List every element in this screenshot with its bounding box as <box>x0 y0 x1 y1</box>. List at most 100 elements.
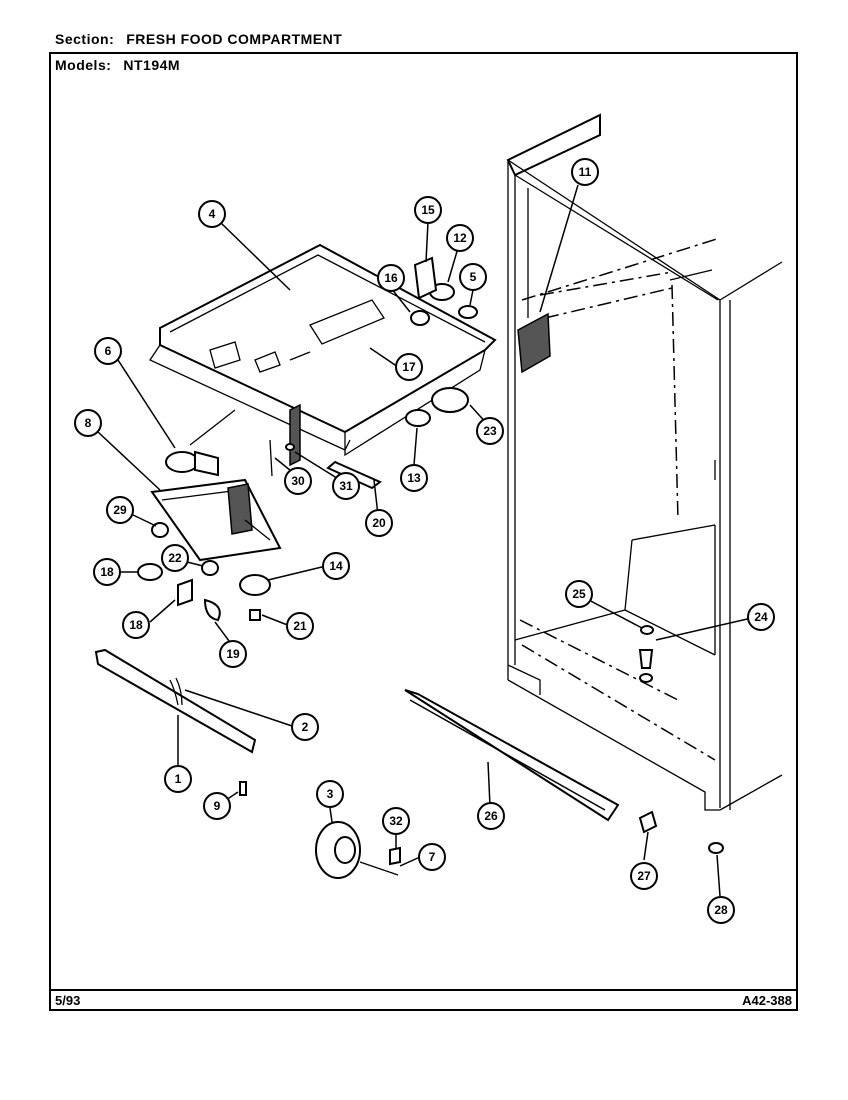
callout-2: 2 <box>291 713 319 741</box>
callout-11: 11 <box>571 158 599 186</box>
part-18-bulb-socket <box>177 578 193 607</box>
callout-12: 12 <box>446 224 474 252</box>
callout-14: 13 <box>400 464 428 492</box>
part-14-ring <box>405 409 431 427</box>
callout-3: 3 <box>316 780 344 808</box>
cabinet-liner <box>506 113 783 811</box>
small-parts <box>137 256 654 683</box>
diagram-frame <box>49 52 798 1011</box>
callout-32: 32 <box>382 807 410 835</box>
callout-18-lower: 18 <box>122 611 150 639</box>
callout-31: 31 <box>332 472 360 500</box>
callout-12-label: 12 <box>453 231 467 245</box>
callout-15-label: 15 <box>421 203 435 217</box>
part-25-clip <box>640 625 654 635</box>
callout-17-label: 17 <box>402 360 416 374</box>
callout-16: 16 <box>377 264 405 292</box>
callout-27: 27 <box>630 862 658 890</box>
callout-13-label: 14 <box>329 559 343 573</box>
callout-9-label: 9 <box>214 799 221 813</box>
callout-26: 26 <box>477 802 505 830</box>
part-24-socket <box>638 649 654 669</box>
callout-6: 6 <box>94 337 122 365</box>
callout-20: 20 <box>365 509 393 537</box>
date-code: 5/93 <box>55 993 81 1008</box>
footer-rule <box>49 989 798 991</box>
callout-27-label: 27 <box>637 869 651 883</box>
callout-30-label: 30 <box>291 474 305 488</box>
part-16-knob <box>410 310 430 326</box>
part-26-grille <box>404 689 620 822</box>
callout-19: 19 <box>219 640 247 668</box>
part-15-switch <box>413 256 438 300</box>
callout-21: 21 <box>286 612 314 640</box>
callout-13: 14 <box>322 552 350 580</box>
callout-24-label: 24 <box>754 610 768 624</box>
callout-30: 30 <box>284 467 312 495</box>
callout-9: 9 <box>203 792 231 820</box>
callout-18-lower-label: 18 <box>129 618 143 632</box>
callout-6-label: 6 <box>105 344 112 358</box>
part-32-clip <box>389 846 401 866</box>
control-panel-assembly <box>149 243 497 490</box>
callout-4: 4 <box>198 200 226 228</box>
part-9-screw <box>239 781 247 796</box>
callout-22-label: 23 <box>483 424 497 438</box>
callout-2-label: 2 <box>302 720 309 734</box>
part-21-screw <box>249 609 261 621</box>
part-19-lamp <box>203 598 221 622</box>
callout-18-upper-label: 18 <box>100 565 114 579</box>
part-28-washer <box>708 842 724 854</box>
callout-24: 24 <box>747 603 775 631</box>
callout-23: 22 <box>161 544 189 572</box>
callout-28: 28 <box>707 896 735 924</box>
callout-1-label: 1 <box>175 772 182 786</box>
callout-8-label: 8 <box>85 416 92 430</box>
models-header: Models: NT194M <box>55 57 180 73</box>
callout-25: 25 <box>565 580 593 608</box>
callout-28-label: 28 <box>714 903 728 917</box>
thermostat-housing <box>150 409 282 562</box>
callout-25-label: 25 <box>572 587 586 601</box>
callout-29: 29 <box>106 496 134 524</box>
callout-20-label: 20 <box>372 516 386 530</box>
callout-7-label: 7 <box>429 850 436 864</box>
section-value: FRESH FOOD COMPARTMENT <box>126 31 343 47</box>
callout-5-label: 5 <box>470 270 477 284</box>
callout-22: 23 <box>476 417 504 445</box>
section-label: Section: <box>55 31 115 47</box>
callout-3-label: 3 <box>327 787 334 801</box>
callout-19-label: 19 <box>226 647 240 661</box>
drawing-code: A42-388 <box>742 993 792 1008</box>
part-7-axle <box>359 861 399 876</box>
callout-15: 15 <box>414 196 442 224</box>
part-5-clip <box>458 305 478 319</box>
callout-26-label: 26 <box>484 809 498 823</box>
callouts: 4 15 12 16 5 11 17 6 8 29 18 22 14 18 19… <box>74 158 775 924</box>
part-13-knob <box>239 574 271 596</box>
callout-8: 8 <box>74 409 102 437</box>
models-label: Models: <box>55 57 112 73</box>
callout-16-label: 16 <box>384 271 398 285</box>
callout-5: 5 <box>459 263 487 291</box>
callout-18-upper: 18 <box>93 558 121 586</box>
part-27-clip <box>638 810 658 834</box>
callout-21-label: 21 <box>293 619 307 633</box>
part-18-socket <box>137 563 163 581</box>
callout-17: 17 <box>395 353 423 381</box>
part-29-knob <box>151 522 169 538</box>
callout-23-label: 22 <box>168 551 182 565</box>
callout-1: 1 <box>164 765 192 793</box>
part-30-screw <box>269 439 273 477</box>
part-31-screw <box>285 443 295 451</box>
callout-29-label: 29 <box>113 503 127 517</box>
part-22-lens <box>431 387 469 413</box>
models-value: NT194M <box>123 57 181 73</box>
callout-32-label: 32 <box>389 814 403 828</box>
part-1-rail <box>94 648 257 754</box>
callout-14-label: 13 <box>407 471 421 485</box>
callout-31-label: 31 <box>339 479 353 493</box>
callout-11-label: 11 <box>579 165 592 179</box>
callout-4-label: 4 <box>209 207 216 221</box>
